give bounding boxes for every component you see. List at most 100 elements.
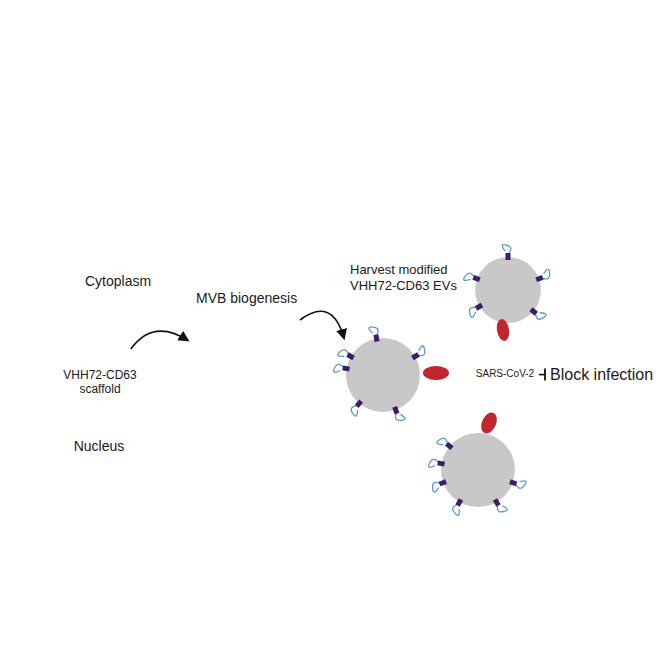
budding-vesicle xyxy=(168,366,192,390)
cd63-anchor xyxy=(529,307,538,315)
harvest-label: Harvest modified VHH72-CD63 EVs xyxy=(350,262,475,293)
extracellular-vesicle xyxy=(475,257,541,323)
cd63-anchor xyxy=(254,329,258,334)
nanobody-loop xyxy=(428,459,438,469)
nanobody-loop xyxy=(502,245,511,253)
cd63-anchor xyxy=(270,349,275,353)
intraluminal-vesicle xyxy=(239,397,269,427)
vhh72-cd63-marker xyxy=(337,348,355,363)
cd63-anchor xyxy=(506,253,511,260)
spike-protein xyxy=(495,318,511,342)
cd63-anchor xyxy=(373,334,379,342)
vhh72-cd63-marker xyxy=(270,347,280,355)
nucleus-outline xyxy=(22,318,177,483)
vhh72-cd63-marker xyxy=(266,413,276,421)
vhh72-cd63-marker xyxy=(392,405,405,422)
vhh72-cd63-marker xyxy=(349,399,366,416)
cd63-anchor xyxy=(437,460,445,466)
node-label: SARS-CoV-2 xyxy=(472,368,538,380)
nanobody-loop xyxy=(274,349,281,356)
nanobody-loop xyxy=(247,390,253,396)
spike-protein xyxy=(423,366,449,380)
nanobody-loop xyxy=(463,272,474,283)
cd63-anchor xyxy=(167,382,172,386)
cd63-anchor xyxy=(509,479,517,486)
vhh72-cd63-marker xyxy=(247,390,254,400)
vhh72-cd63-marker xyxy=(492,497,507,515)
vhh72-cd63-marker xyxy=(333,364,350,375)
cd63-anchor xyxy=(284,363,288,368)
cd63-anchor xyxy=(274,387,279,392)
intraluminal-vesicle xyxy=(243,331,273,361)
cd63-anchor xyxy=(355,399,363,408)
node-label: Cytoplasm xyxy=(85,273,195,290)
cd63-anchor xyxy=(439,479,447,486)
scaffold-construct-outline xyxy=(45,350,155,364)
nanobody-loop xyxy=(236,422,243,429)
vhh72-cd63-marker xyxy=(509,476,526,489)
vhh72-cd63-marker xyxy=(463,272,480,285)
multivesicular-body-body xyxy=(179,313,318,445)
cd63-anchor xyxy=(445,442,454,450)
vhh72-cd63-marker xyxy=(502,245,511,260)
cd63-anchor xyxy=(342,365,350,371)
vhh72-cd63-marker xyxy=(281,358,288,368)
virus-particle: SARS-CoV-2 xyxy=(472,342,538,408)
nanobody-loop xyxy=(451,504,463,516)
cd63-anchor xyxy=(455,498,463,507)
vhh72-cd63-marker xyxy=(162,367,172,375)
nanobody-loop xyxy=(270,390,277,397)
cd63-anchor xyxy=(411,352,420,360)
vhh72-cd63-marker xyxy=(240,353,250,363)
vhh72-cd63-marker xyxy=(163,382,173,390)
nucleus: Nucleus VHH72-CD63 scaffold xyxy=(22,318,177,483)
vhh72-cd63-marker xyxy=(529,305,546,322)
nanobody-loop xyxy=(281,358,287,364)
nanobody-loop xyxy=(369,326,379,336)
cd63-anchor xyxy=(475,303,484,311)
node-label: MVB biogenesis xyxy=(196,290,318,307)
outcome-label: Block infection xyxy=(550,365,653,384)
scaffold-bar xyxy=(45,350,155,364)
node-label: VHH72-CD63 scaffold xyxy=(50,368,150,397)
process-arrow xyxy=(131,331,188,349)
cd63-anchor xyxy=(250,395,254,400)
cd63-segment xyxy=(96,350,111,364)
cd63-anchor xyxy=(472,275,480,282)
vhh72-cd63-marker xyxy=(369,326,380,343)
cytoplasm-region: CytoplasmNucleus VHH72-CD63 scaffold MVB b… xyxy=(5,255,330,500)
nanobody-loop xyxy=(304,383,311,390)
intraluminal-vesicle xyxy=(273,365,303,395)
extracellular-vesicle xyxy=(346,338,420,412)
multivesicular-body: MVB biogenesis xyxy=(178,288,318,445)
vhh72-cd63-marker xyxy=(431,479,448,492)
vhh72-cd63-marker xyxy=(534,269,551,282)
vhh72-cd63-marker xyxy=(436,436,453,453)
nanobody-loop xyxy=(163,384,169,390)
extracellular-vesicle xyxy=(441,433,515,507)
cd63-anchor xyxy=(535,275,543,282)
node-label: Nucleus xyxy=(49,438,149,455)
nanobody-loop xyxy=(333,364,343,374)
vhh72-cd63-marker xyxy=(300,381,310,389)
nanobody-loop xyxy=(162,367,168,373)
inhibition-bar xyxy=(544,369,546,381)
cd63-anchor xyxy=(266,415,271,419)
cd63-anchor xyxy=(240,419,245,424)
nanobody-loop xyxy=(337,348,349,360)
cd63-anchor xyxy=(300,383,305,387)
cd63-anchor xyxy=(392,406,399,414)
vhh72-cd63-marker xyxy=(428,459,445,470)
harvest-arrow xyxy=(300,311,344,338)
nucleus-body xyxy=(23,319,177,483)
vhh72-cd63-marker xyxy=(236,419,246,429)
cd63-anchor xyxy=(346,352,355,360)
cd63-anchor xyxy=(244,353,249,358)
vhh72-cd63-marker xyxy=(270,387,280,397)
nanobody-loop xyxy=(240,356,247,363)
nanobody-loop xyxy=(251,324,257,330)
vhh72-cd63-marker xyxy=(451,498,466,516)
scaffold-construct: VHH72-CD63 scaffold xyxy=(45,350,155,400)
